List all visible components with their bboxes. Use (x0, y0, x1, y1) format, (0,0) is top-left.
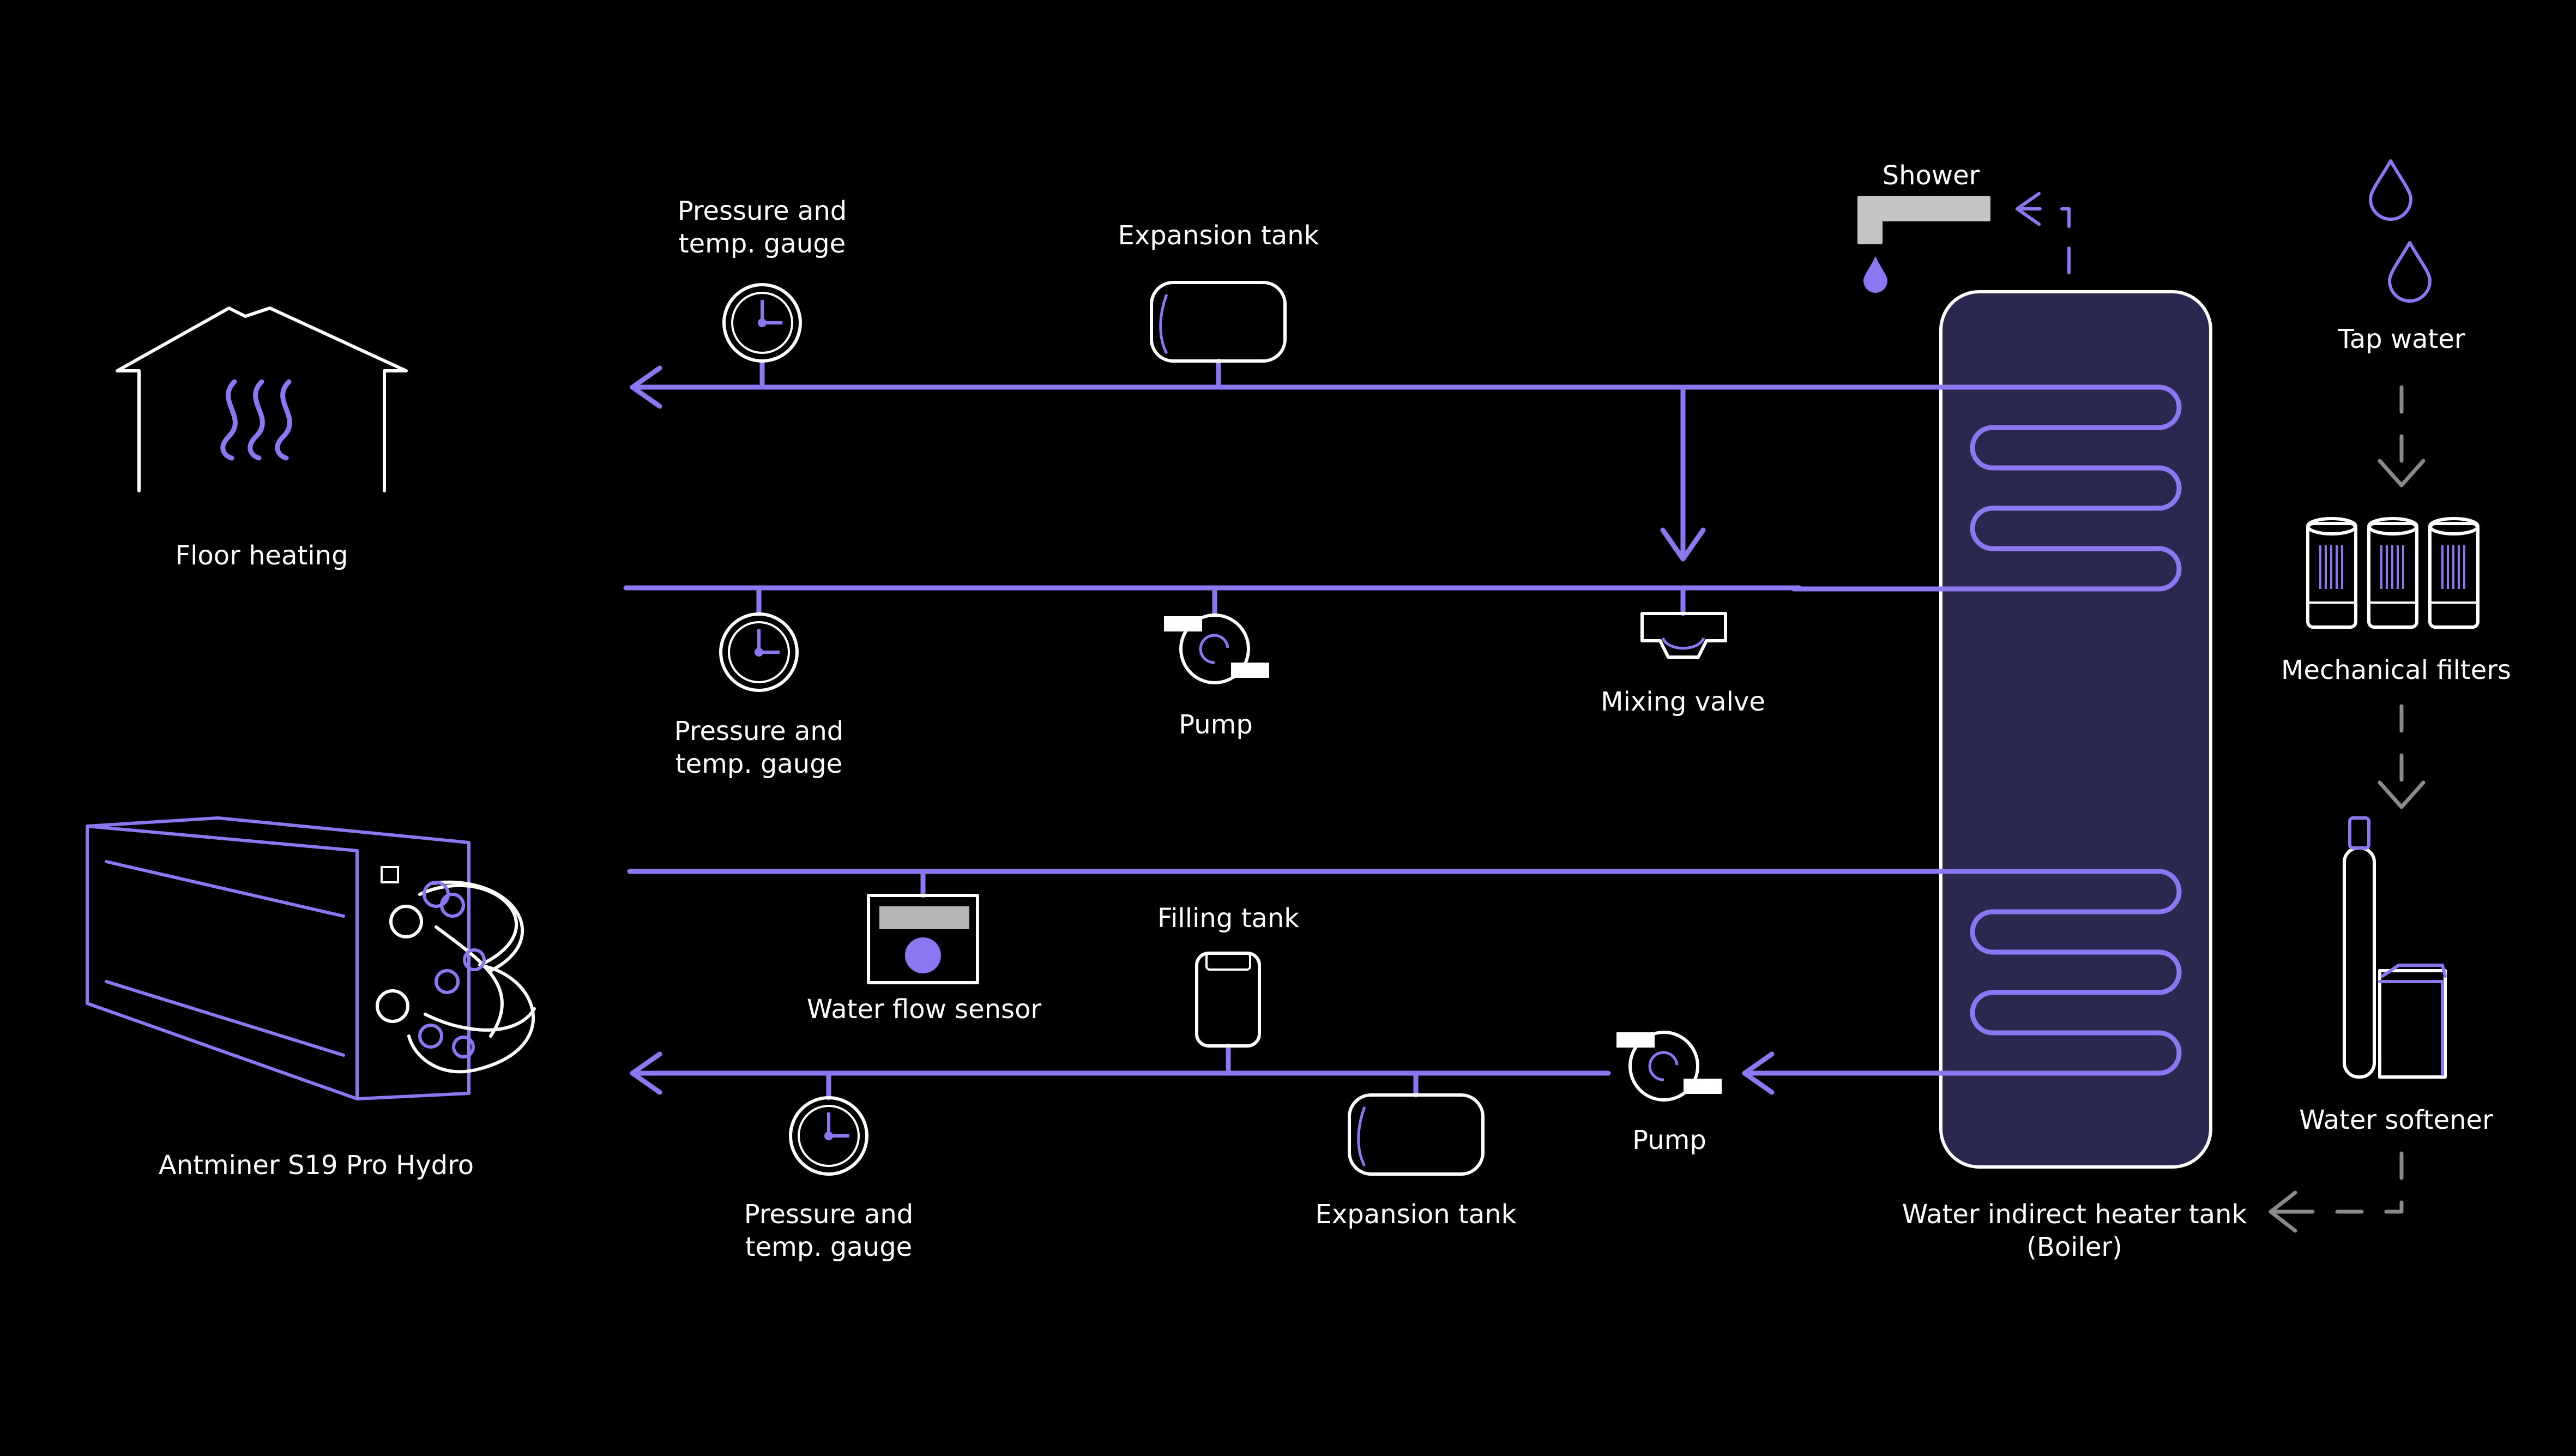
water-softener-label: Water softener (2299, 1105, 2493, 1135)
expansion-tank-icon (1348, 1070, 1485, 1176)
antminer-label: Antminer S19 Pro Hydro (159, 1150, 474, 1181)
gauge-bottom-label-line2: temp. gauge (745, 1232, 912, 1262)
flow-sensor-icon (867, 869, 979, 984)
expansion-tank-bottom-label: Expansion tank (1316, 1199, 1517, 1230)
pump-mid-label: Pump (1179, 709, 1253, 740)
floor-heating-label: Floor heating (175, 540, 348, 571)
water-drop-icon (1863, 256, 1887, 293)
gauge-top-label-line2: temp. gauge (679, 228, 846, 259)
boiler-tank-icon (1791, 290, 2212, 1169)
pump-icon (1164, 585, 1269, 684)
tap-water-label: Tap water (2337, 324, 2465, 354)
mixing-valve-icon (1640, 585, 1727, 659)
filter-icon (2306, 517, 2357, 629)
gauge-mid-label-line1: Pressure and (674, 716, 844, 747)
boiler-label-line1: Water indirect heater tank (1902, 1199, 2247, 1230)
house-icon (116, 306, 408, 492)
filter-icon (2428, 517, 2480, 629)
shower-label: Shower (1883, 160, 1980, 191)
heat-waves-icon (220, 379, 292, 461)
filling-tank-label: Filling tank (1157, 903, 1299, 934)
pipe-mixing-branch (1660, 384, 1706, 562)
arrow-icon (2378, 385, 2426, 488)
filter-icon (2367, 517, 2418, 629)
gauge-icon (722, 283, 802, 390)
boiler-label-line2: (Boiler) (2026, 1232, 2122, 1262)
miner-icon (86, 816, 536, 1100)
gauge-top-label-line1: Pressure and (678, 196, 847, 226)
pipe-bottom-supply (630, 1051, 1944, 1095)
gauge-mid-label-line2: temp. gauge (675, 749, 842, 779)
pipe-top-supply (630, 365, 1944, 409)
mixing-valve-label: Mixing valve (1601, 687, 1765, 717)
arrow-icon (2378, 704, 2426, 809)
expansion-tank-icon (1150, 281, 1287, 390)
arrow-icon (2269, 1151, 2404, 1233)
gauge-icon (789, 1070, 868, 1176)
pump-icon (1616, 1031, 1722, 1102)
water-drop-icon (2369, 159, 2432, 303)
gauge-bottom-label-line1: Pressure and (744, 1199, 914, 1230)
expansion-tank-top-label: Expansion tank (1118, 220, 1319, 251)
water-flow-sensor-label: Water flow sensor (807, 994, 1042, 1025)
shower-icon (1857, 196, 1990, 244)
mechanical-filters-label: Mechanical filters (2281, 655, 2511, 685)
pump-bottom-label: Pump (1632, 1125, 1706, 1156)
arrow-icon (2016, 192, 2071, 274)
softener-icon (2343, 816, 2447, 1079)
gauge-icon (719, 585, 799, 692)
filling-tank-icon (1195, 952, 1261, 1076)
